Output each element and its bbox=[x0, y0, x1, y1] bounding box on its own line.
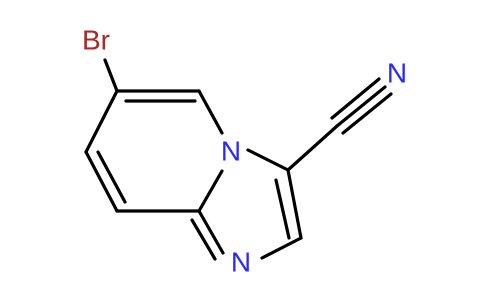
atom-n-bridge-label: N bbox=[221, 135, 241, 166]
bromo-substituent bbox=[103, 58, 119, 93]
nitrile-substituent bbox=[286, 77, 393, 172]
bond-c7-c8-double bbox=[96, 150, 127, 204]
bond-nitrile-triple-1 bbox=[335, 85, 387, 128]
bond-n4-c8a bbox=[197, 169, 224, 213]
atom-n-nitrile-label: N bbox=[387, 57, 407, 88]
bond-nitrile-triple-3 bbox=[341, 92, 393, 135]
bond-n1-c8a-double bbox=[190, 218, 217, 261]
imidazole-ring bbox=[190, 148, 303, 261]
bond-n4-c3 bbox=[246, 148, 290, 172]
pyridine-ring bbox=[84, 89, 224, 213]
bond-c6-br bbox=[103, 58, 119, 93]
bond-c3-cnitrile bbox=[286, 124, 339, 172]
bond-c2-n1 bbox=[260, 236, 303, 260]
bond-n1-c8a bbox=[197, 209, 225, 255]
bond-c3-c2 bbox=[286, 168, 303, 240]
bond-c3-c2-double bbox=[274, 178, 291, 240]
atom-n-imidazole-label: N bbox=[231, 246, 251, 277]
bond-c5-n4 bbox=[197, 89, 224, 135]
bond-nitrile-triple-2 bbox=[330, 77, 381, 120]
bond-c6-c7 bbox=[84, 89, 119, 154]
bond-c7-c8 bbox=[84, 150, 119, 213]
atom-br-label: Br bbox=[82, 24, 110, 55]
